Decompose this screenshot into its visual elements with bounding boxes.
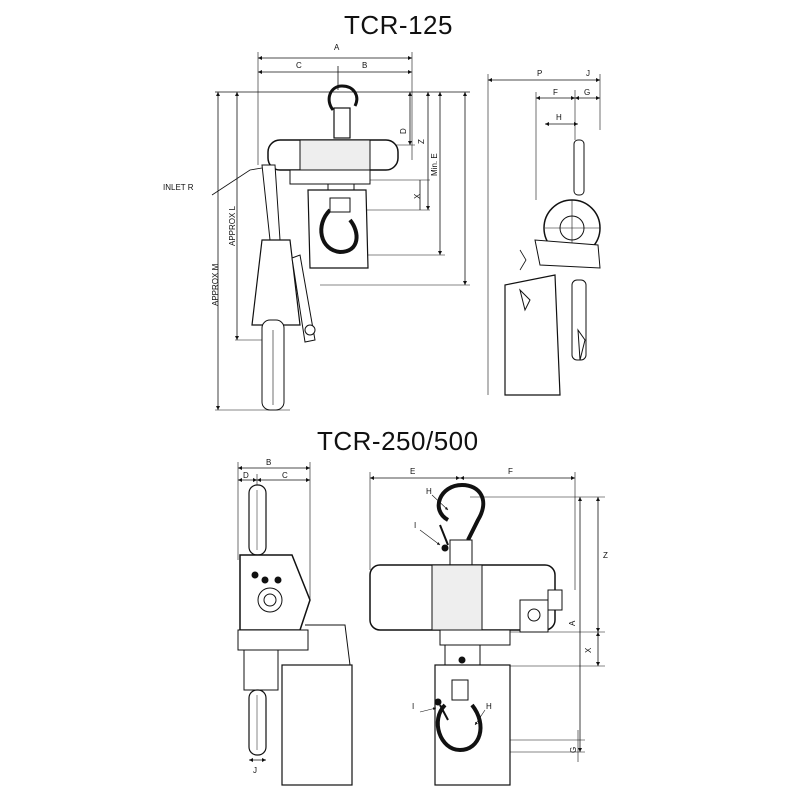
dim-f-label: F [553, 88, 558, 97]
tcr125-side-view [487, 74, 601, 396]
dim-h-label: H [556, 113, 562, 122]
dim-d2-label: D [243, 471, 249, 480]
dim-z2-label: Z [603, 551, 608, 560]
dim-p-label: P [537, 69, 542, 78]
dim-g-label: G [584, 88, 590, 97]
dim-c2-label: C [282, 471, 288, 480]
dim-j-label: J [586, 69, 590, 78]
dim-approx-m-label: APPROX M [211, 263, 220, 306]
inlet-r-label: INLET R [163, 183, 194, 192]
tcr250-front-view [369, 472, 605, 786]
dim-a2-label: A [568, 620, 577, 626]
tcr-250-500-title: TCR-250/500 [317, 426, 479, 456]
dim-c-label: C [296, 61, 302, 70]
dim-b-label: B [362, 61, 367, 70]
dim-i-bottom-label: I [412, 702, 414, 711]
dim-g2-label: G [569, 747, 578, 753]
dim-h-top-label: H [426, 487, 432, 496]
dim-d-label: D [399, 128, 408, 134]
dim-x-label: X [413, 193, 422, 199]
tcr-125-title: TCR-125 [344, 10, 453, 40]
dim-f2-label: F [508, 467, 513, 476]
dim-x2-label: X [584, 647, 593, 653]
dim-i-top-label: I [414, 521, 416, 530]
tcr125-front-view [211, 52, 470, 411]
dim-h-bottom-label: H [486, 702, 492, 711]
dim-a-label: A [334, 43, 340, 52]
dim-approx-l-label: APPROX L [228, 205, 237, 246]
dim-z-label: Z [417, 139, 426, 144]
tcr250-side-view [237, 462, 353, 786]
dim-b2-label: B [266, 458, 271, 467]
dim-min-e-label: Min. E [430, 153, 439, 176]
dim-e2-label: E [410, 467, 415, 476]
dim-j2-label: J [253, 766, 257, 775]
